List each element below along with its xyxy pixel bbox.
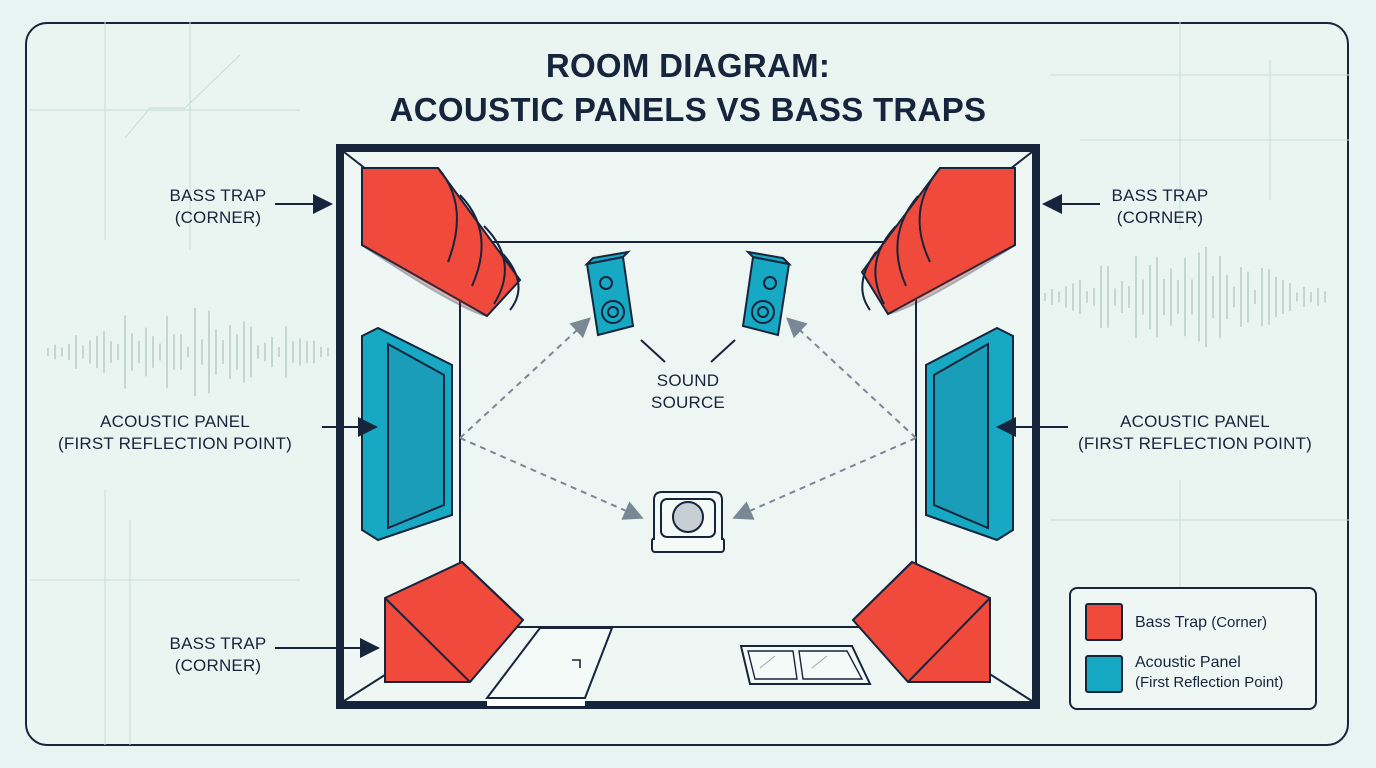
waveform-left	[47, 307, 329, 397]
acoustic-panel-right	[925, 326, 1014, 542]
background-grid	[30, 22, 1349, 745]
label-text: (FIRST REFLECTION POINT)	[58, 434, 292, 453]
label-text: (CORNER)	[174, 656, 262, 675]
legend-text: Acoustic Panel (First Reflection Point)	[1135, 653, 1283, 693]
legend-item-name: Bass Trap	[1135, 614, 1208, 631]
acoustic-panel-swatch	[1085, 655, 1123, 693]
label-text: (FIRST REFLECTION POINT)	[1078, 434, 1312, 453]
legend-item-name: Acoustic Panel	[1135, 654, 1241, 671]
window	[739, 645, 872, 685]
label-text: BASS TRAP	[169, 186, 267, 205]
label-text: (CORNER)	[1116, 208, 1204, 227]
bass-trap-bottom-left	[384, 560, 525, 683]
speaker-right-icon	[741, 250, 793, 337]
bass-trap-top-right	[860, 167, 1016, 316]
legend-item-detail: (Corner)	[1211, 614, 1268, 631]
legend-item-bass-trap: Bass Trap (Corner)	[1085, 603, 1267, 641]
title-line-2: ACOUSTIC PANELS VS BASS TRAPS	[389, 91, 987, 128]
bass-trap-swatch	[1085, 603, 1123, 641]
label-text: BASS TRAP	[169, 634, 267, 653]
label-text: ACOUSTIC PANEL	[1120, 412, 1270, 431]
label-acoustic-panel-right: ACOUSTIC PANEL (FIRST REFLECTION POINT)	[1060, 411, 1330, 455]
bass-trap-bottom-right	[851, 560, 991, 683]
label-text: ACOUSTIC PANEL	[100, 412, 250, 431]
label-sound-source: SOUND SOURCE	[628, 370, 748, 414]
label-bass-trap-top-right: BASS TRAP (CORNER)	[1082, 185, 1238, 229]
page-title: ROOM DIAGRAM: ACOUSTIC PANELS VS BASS TR…	[0, 44, 1376, 132]
label-text: (CORNER)	[174, 208, 262, 227]
speaker-pointer-lines	[640, 339, 736, 363]
acoustic-panel-left	[361, 326, 453, 542]
speaker-left-icon	[583, 250, 635, 337]
label-acoustic-panel-left: ACOUSTIC PANEL (FIRST REFLECTION POINT)	[40, 411, 310, 455]
title-line-1: ROOM DIAGRAM:	[545, 47, 831, 84]
label-arrows	[275, 194, 1100, 658]
legend-item-detail: (First Reflection Point)	[1135, 674, 1284, 691]
door	[484, 627, 614, 706]
listening-position-icon	[651, 491, 725, 553]
label-text: SOURCE	[651, 393, 725, 412]
label-bass-trap-bottom-left: BASS TRAP (CORNER)	[140, 633, 296, 677]
legend-item-acoustic-panel: Acoustic Panel (First Reflection Point)	[1085, 653, 1283, 693]
legend: Bass Trap (Corner) Acoustic Panel (First…	[1069, 587, 1317, 710]
waveform-right	[1044, 246, 1326, 348]
bass-trap-top-left	[361, 167, 522, 318]
label-text: BASS TRAP	[1111, 186, 1209, 205]
label-bass-trap-top-left: BASS TRAP (CORNER)	[140, 185, 296, 229]
legend-text: Bass Trap (Corner)	[1135, 613, 1267, 633]
reflection-paths	[459, 317, 917, 520]
label-text: SOUND	[656, 371, 720, 390]
